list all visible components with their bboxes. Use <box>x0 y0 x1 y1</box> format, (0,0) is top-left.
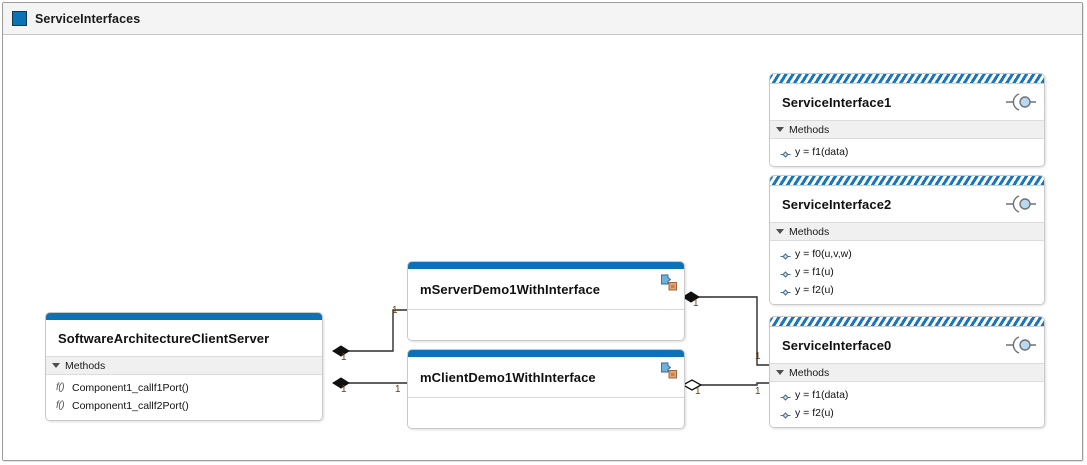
socket-interface-icon <box>1006 193 1036 215</box>
methods-list: f() Component1_callf1Port() f() Componen… <box>46 375 322 420</box>
chevron-down-icon <box>52 363 60 368</box>
block-title-row: mServerDemo1WithInterface <box>408 269 684 309</box>
operation-icon <box>780 408 791 419</box>
block-title-row: mClientDemo1WithInterface <box>408 357 684 397</box>
socket-interface-icon <box>1006 91 1036 113</box>
block-title: ServiceInterface1 <box>782 94 892 110</box>
block-title-row: ServiceInterface1 <box>770 84 1044 120</box>
function-icon: f() <box>56 400 65 411</box>
function-icon: f() <box>56 382 65 393</box>
method-label: Component1_callf2Port() <box>72 400 189 412</box>
multiplicity-label: 1 <box>341 384 347 395</box>
list-item[interactable]: f() Component1_callf2Port() <box>46 397 322 415</box>
header-bar <box>408 262 684 269</box>
list-item[interactable]: y = f1(u) <box>770 263 1044 281</box>
block-title-row: ServiceInterface2 <box>770 186 1044 222</box>
operation-icon <box>780 249 791 260</box>
list-item[interactable]: f() Component1_callf1Port() <box>46 379 322 397</box>
chevron-down-icon <box>776 229 784 234</box>
methods-compartment-header[interactable]: Methods <box>770 120 1044 139</box>
method-label: y = f1(data) <box>795 146 849 158</box>
multiplicity-label: 1 <box>395 384 401 395</box>
list-item[interactable]: y = f1(data) <box>770 143 1044 161</box>
multiplicity-label: 1 <box>755 351 761 362</box>
list-item[interactable]: y = f1(data) <box>770 386 1044 404</box>
method-label: y = f2(u) <box>795 407 834 419</box>
methods-compartment-header[interactable]: Methods <box>770 222 1044 241</box>
block-service-interface-0[interactable]: ServiceInterface0 Methods <box>769 316 1045 428</box>
block-title-row: ServiceInterface0 <box>770 327 1044 363</box>
chevron-down-icon <box>776 370 784 375</box>
hatched-header-bar <box>770 74 1044 84</box>
multiplicity-label: 1 <box>693 298 699 309</box>
block-service-interface-1[interactable]: ServiceInterface1 Methods <box>769 73 1045 167</box>
header-bar <box>408 350 684 357</box>
model-reference-icon <box>661 274 678 291</box>
empty-compartment <box>408 398 684 428</box>
operation-icon <box>780 285 791 296</box>
block-title: mClientDemo1WithInterface <box>420 369 596 385</box>
block-software-architecture-client-server[interactable]: SoftwareArchitectureClientServer Methods… <box>45 312 323 421</box>
methods-list: y = f1(data) y = f2(u) <box>770 382 1044 427</box>
multiplicity-label: 1 <box>341 352 347 363</box>
multiplicity-label: 1 <box>392 305 398 316</box>
method-label: Component1_callf1Port() <box>72 382 189 394</box>
diagram-canvas[interactable]: 1 1 1 1 1 1 1 1 ServiceInterface1 <box>3 35 1082 460</box>
hatched-header-bar <box>770 317 1044 327</box>
method-label: y = f2(u) <box>795 284 834 296</box>
multiplicity-label: 1 <box>695 386 701 397</box>
empty-compartment <box>408 310 684 340</box>
block-title: SoftwareArchitectureClientServer <box>58 330 270 346</box>
block-title-row: SoftwareArchitectureClientServer <box>46 320 322 356</box>
model-reference-icon <box>661 362 678 379</box>
chevron-down-icon <box>776 127 784 132</box>
compartment-label: Methods <box>789 123 830 136</box>
divider <box>408 397 684 398</box>
operation-icon <box>780 390 791 401</box>
compartment-label: Methods <box>789 366 830 379</box>
list-item[interactable]: y = f2(u) <box>770 281 1044 299</box>
block-title: mServerDemo1WithInterface <box>420 281 601 297</box>
methods-list: y = f0(u,v,w) y = f1(u) <box>770 241 1044 304</box>
method-label: y = f0(u,v,w) <box>795 248 852 260</box>
methods-compartment-header[interactable]: Methods <box>770 363 1044 382</box>
block-title: ServiceInterface0 <box>782 337 892 353</box>
list-item[interactable]: y = f2(u) <box>770 404 1044 422</box>
compartment-label: Methods <box>789 225 830 238</box>
window-titlebar: ServiceInterfaces <box>3 3 1082 35</box>
method-label: y = f1(data) <box>795 389 849 401</box>
list-item[interactable]: y = f0(u,v,w) <box>770 245 1044 263</box>
socket-interface-icon <box>1006 334 1036 356</box>
method-label: y = f1(u) <box>795 266 834 278</box>
block-m-server-demo1-with-interface[interactable]: mServerDemo1WithInterface <box>407 261 685 341</box>
blue-square-icon <box>12 11 27 26</box>
operation-icon <box>780 147 791 158</box>
multiplicity-label: 1 <box>755 386 761 397</box>
page-title: ServiceInterfaces <box>35 11 141 26</box>
hatched-header-bar <box>770 176 1044 186</box>
divider <box>408 309 684 310</box>
compartment-label: Methods <box>65 359 106 372</box>
block-m-client-demo1-with-interface[interactable]: mClientDemo1WithInterface <box>407 349 685 429</box>
block-title: ServiceInterface2 <box>782 196 892 212</box>
operation-icon <box>780 267 791 278</box>
block-service-interface-2[interactable]: ServiceInterface2 Methods <box>769 175 1045 305</box>
methods-list: y = f1(data) <box>770 139 1044 166</box>
header-bar <box>46 313 322 320</box>
methods-compartment-header[interactable]: Methods <box>46 356 322 375</box>
